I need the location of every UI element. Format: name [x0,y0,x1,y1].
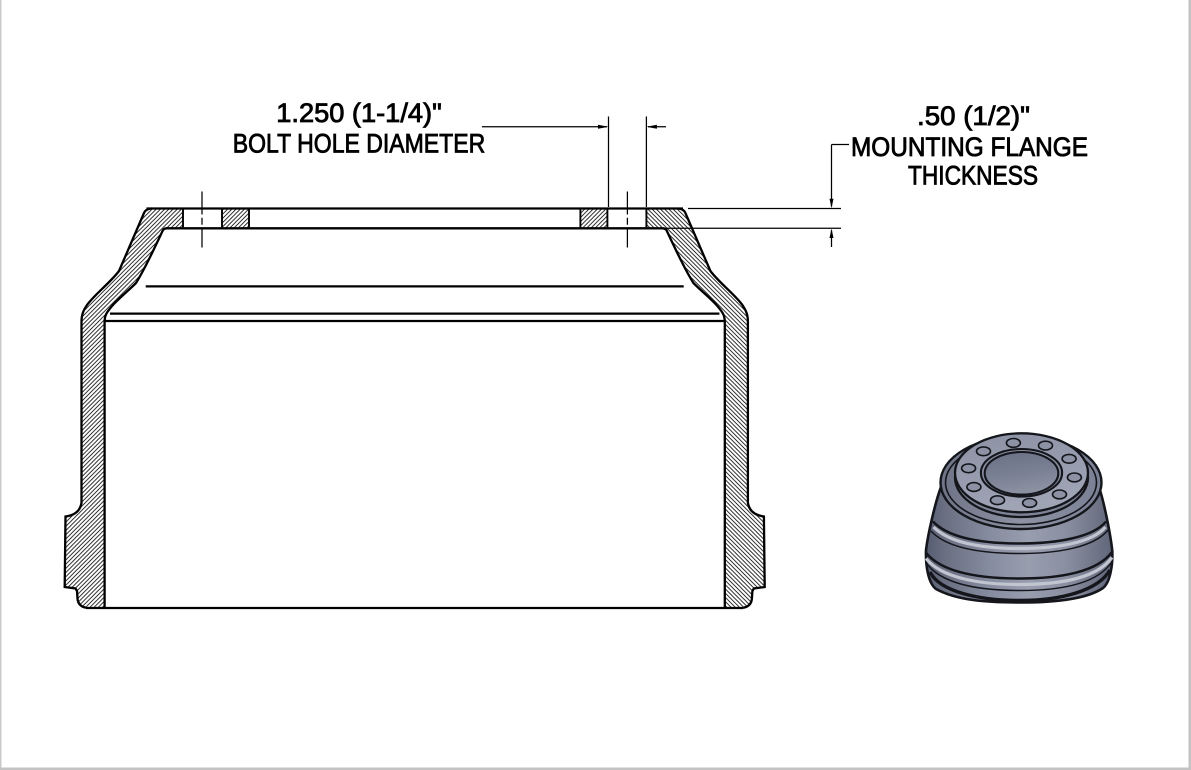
svg-text:BOLT HOLE DIAMETER: BOLT HOLE DIAMETER [233,128,485,158]
svg-text:1.250 (1-1/4)": 1.250 (1-1/4)" [276,98,442,128]
svg-text:THICKNESS: THICKNESS [908,161,1038,191]
svg-text:.50 (1/2)": .50 (1/2)" [917,101,1030,131]
svg-text:MOUNTING FLANGE: MOUNTING FLANGE [851,132,1088,162]
